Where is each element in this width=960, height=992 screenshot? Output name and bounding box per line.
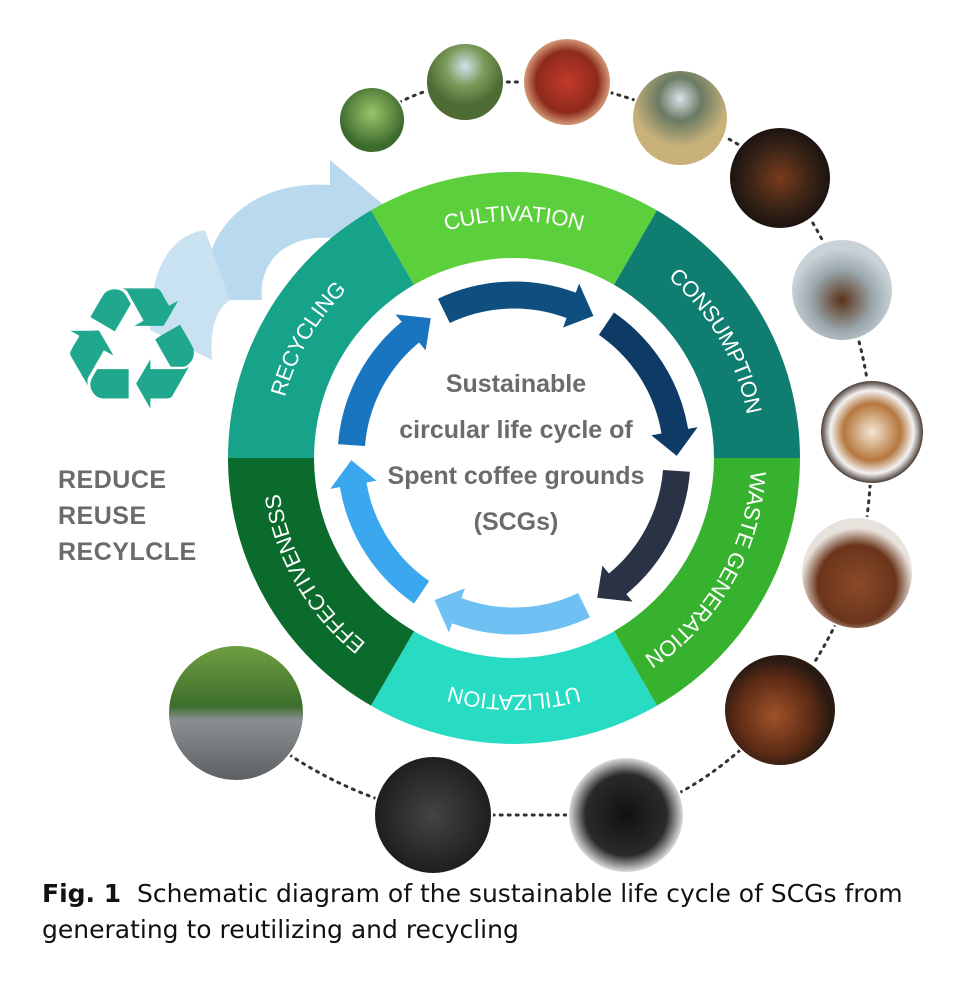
ring-segment-cultivation bbox=[371, 171, 657, 285]
photo-road bbox=[167, 644, 305, 782]
photo-coffee-tree bbox=[425, 42, 505, 122]
center-text-line: Sustainable bbox=[446, 370, 586, 398]
photo-latte-art bbox=[819, 379, 925, 485]
cycle-arrow bbox=[323, 455, 434, 608]
inner-cycle-arrows bbox=[323, 275, 705, 641]
cycle-arrow bbox=[594, 308, 705, 461]
photo-drying-beds bbox=[631, 69, 729, 167]
ring-segment-recycling bbox=[228, 210, 414, 458]
photo-plantation bbox=[338, 86, 406, 154]
ring-segment-waste-generation bbox=[614, 458, 800, 706]
cycle-arrow bbox=[334, 310, 435, 450]
slogan-reuse: REUSE bbox=[58, 502, 147, 530]
center-text-line: (SCGs) bbox=[474, 508, 559, 536]
photo-coffee-powder bbox=[723, 653, 837, 767]
big-cycle-arrow bbox=[150, 160, 392, 360]
caption-text: Schematic diagram of the sustainable lif… bbox=[42, 879, 903, 944]
ring-segment-effectiveness bbox=[228, 458, 414, 706]
cycle-arrow bbox=[593, 466, 694, 606]
recycle-icon: ♻ bbox=[56, 251, 208, 449]
photo-portafilter bbox=[728, 126, 832, 230]
photo-spent-grounds bbox=[800, 516, 914, 630]
photo-espresso-machine bbox=[790, 238, 894, 342]
photo-coffee-cherries bbox=[522, 37, 612, 127]
photo-black-liquid bbox=[567, 756, 685, 874]
center-text-line: Spent coffee grounds bbox=[388, 462, 645, 490]
photo-carbon-material bbox=[373, 755, 493, 875]
center-text-line: circular life cycle of bbox=[399, 416, 633, 444]
ring-segment-consumption bbox=[614, 210, 800, 458]
ring-segment-utilization bbox=[371, 631, 657, 745]
slogan-reduce: REDUCE bbox=[58, 466, 167, 494]
center-title: Sustainable circular life cycle of Spent… bbox=[388, 370, 645, 536]
cycle-arrow bbox=[430, 583, 595, 641]
cycle-arrow bbox=[433, 275, 598, 333]
slogan: REDUCE REUSE RECYLCLE bbox=[58, 462, 197, 570]
figure-caption: Fig. 1 Schematic diagram of the sustaina… bbox=[42, 876, 942, 948]
slogan-recycle: RECYLCLE bbox=[58, 538, 197, 566]
caption-label: Fig. 1 bbox=[42, 879, 122, 908]
